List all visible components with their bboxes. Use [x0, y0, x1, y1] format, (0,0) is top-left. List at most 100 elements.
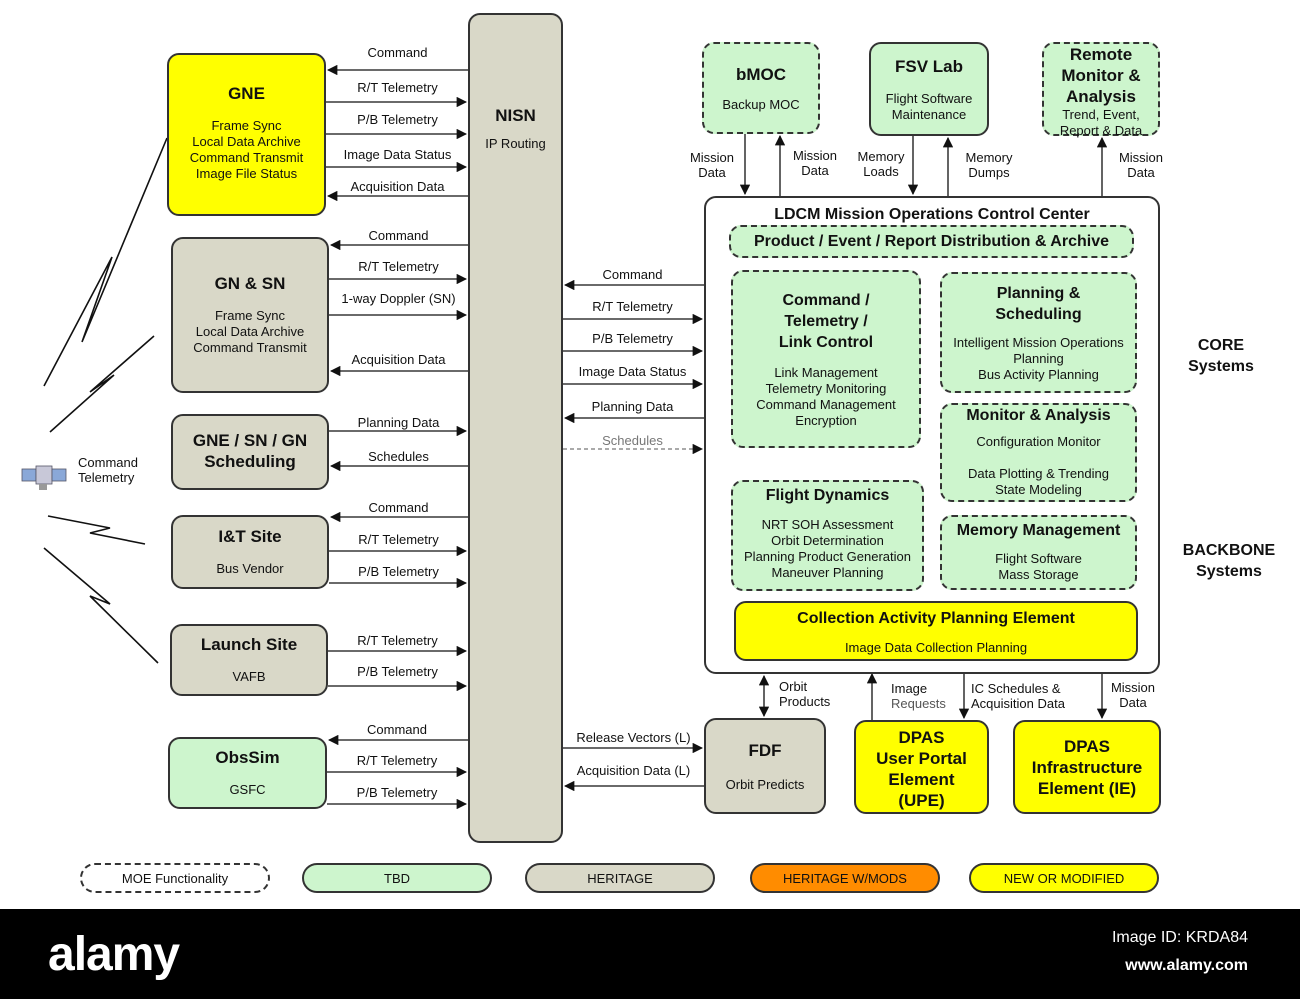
lightning-bolt-4	[43, 547, 159, 664]
label-os-pb: P/B Telemetry	[356, 785, 438, 800]
cape-title: Collection Activity Planning Element	[797, 610, 1075, 627]
ctl-line: Telemetry Monitoring	[765, 381, 887, 396]
label-it-pb: P/B Telemetry	[358, 564, 439, 579]
it-site-sub: Bus Vendor	[216, 561, 284, 576]
remote-monitor-title: Analysis	[1066, 87, 1136, 106]
ie-title: Infrastructure	[1031, 758, 1143, 777]
obssim-sub: GSFC	[229, 782, 266, 797]
watermark-footer: alamy Image ID: KRDA84 www.alamy.com	[0, 909, 1300, 999]
remote-monitor-line: Report & Data	[1059, 123, 1143, 138]
ie-title: DPAS	[1064, 737, 1110, 756]
label-acquisition-data: Acquisition Data (L)	[576, 763, 691, 778]
gne-line: Command Transmit	[189, 150, 304, 165]
gne-line: Image File Status	[195, 166, 298, 181]
fsv-lab-box: FSV Lab Flight Software Maintenance	[869, 42, 989, 136]
ie-title: Element (IE)	[1037, 779, 1137, 798]
upe-box: DPAS User Portal Element (UPE)	[854, 720, 989, 814]
monitor-line: Data Plotting & Trending	[968, 466, 1109, 481]
pedra-box: Product / Event / Report Distribution & …	[729, 225, 1134, 258]
obssim-box: ObsSim GSFC	[168, 737, 327, 809]
label-gn-command: Command	[368, 228, 429, 243]
ctl-title: Link Control	[778, 334, 874, 351]
monitor-analysis-box: Monitor & Analysis Configuration Monitor…	[940, 403, 1137, 502]
fsv-lab-line: Flight Software	[885, 91, 973, 106]
spacecraft-label: Command Telemetry	[78, 455, 138, 485]
label-it-rt: R/T Telemetry	[358, 532, 439, 547]
legend-heritage: HERITAGE	[525, 863, 715, 893]
label-gn-acq: Acquisition Data	[351, 352, 446, 367]
monitor-line: State Modeling	[995, 482, 1082, 497]
label-ls-rt: R/T Telemetry	[357, 633, 438, 648]
flight-dynamics-line: Maneuver Planning	[771, 565, 884, 580]
label-sc-plan: Planning Data	[357, 415, 440, 430]
legend-new-modified: NEW OR MODIFIED	[969, 863, 1159, 893]
label-ls-pb: P/B Telemetry	[357, 664, 438, 679]
launch-site-box: Launch Site VAFB	[170, 624, 328, 696]
scheduling-box: GNE / SN / GN Scheduling	[171, 414, 329, 490]
gne-box: GNE Frame Sync Local Data Archive Comman…	[167, 53, 326, 216]
flight-dynamics-line: Orbit Determination	[771, 533, 884, 548]
planning-line: Bus Activity Planning	[978, 367, 1099, 382]
fdf-box: FDF Orbit Predicts	[704, 718, 826, 814]
planning-line: Intelligent Mission Operations	[953, 335, 1124, 350]
label-os-rt: R/T Telemetry	[356, 753, 438, 768]
remote-monitor-line: Trend, Event,	[1062, 107, 1140, 122]
satellite-icon	[21, 465, 67, 490]
remote-monitor-title: Remote	[1069, 45, 1133, 64]
nisn-title: NISN	[495, 106, 536, 125]
upe-title: (UPE)	[898, 791, 945, 810]
remote-monitor-title: Monitor &	[1061, 66, 1141, 85]
launch-site-sub: VAFB	[232, 669, 266, 684]
it-site-box: I&T Site Bus Vendor	[171, 515, 329, 589]
site-url: www.alamy.com	[1125, 957, 1248, 974]
ctl-title: Command /	[782, 292, 870, 309]
gne-line: Frame Sync	[211, 118, 282, 133]
remote-monitor-box: Remote Monitor & Analysis Trend, Event, …	[1042, 42, 1160, 138]
bmoc-title: bMOC	[735, 65, 787, 84]
label-gne-pb: P/B Telemetry	[357, 112, 438, 127]
planning-line: Planning	[1013, 351, 1064, 366]
fdf-sub: Orbit Predicts	[725, 777, 805, 792]
gnsn-title: GN & SN	[214, 274, 286, 293]
label-m-rt: R/T Telemetry	[592, 299, 673, 314]
upe-title: User Portal	[876, 749, 967, 768]
planning-title: Planning &	[996, 285, 1081, 302]
bmoc-sub: Backup MOC	[722, 97, 800, 112]
nisn-sub: IP Routing	[485, 136, 546, 151]
label-gn-rt: R/T Telemetry	[358, 259, 439, 274]
launch-site-title: Launch Site	[200, 635, 298, 654]
label-release-vectors: Release Vectors (L)	[576, 730, 691, 745]
label-ic-schedules: IC Schedules &Acquisition Data	[971, 681, 1065, 711]
obssim-title: ObsSim	[215, 748, 280, 767]
cape-sub: Image Data Collection Planning	[844, 640, 1028, 655]
image-id: Image ID: KRDA84	[1111, 929, 1248, 946]
gnsn-line: Command Transmit	[193, 340, 307, 355]
ctl-title: Telemetry /	[784, 313, 868, 330]
pedra-title: Product / Event / Report Distribution & …	[754, 233, 1109, 250]
ie-box: DPAS Infrastructure Element (IE)	[1013, 720, 1161, 814]
flight-dynamics-title: Flight Dynamics	[765, 487, 890, 504]
label-os-command: Command	[367, 722, 427, 737]
label-m-sched: Schedules	[602, 433, 663, 448]
flight-dynamics-line: NRT SOH Assessment	[761, 517, 894, 532]
memory-line: Flight Software	[995, 551, 1082, 566]
label-gn-doppler: 1-way Doppler (SN)	[341, 291, 456, 306]
label-sc-sched: Schedules	[368, 449, 429, 464]
memory-line: Mass Storage	[998, 567, 1079, 582]
monitor-title: Monitor & Analysis	[966, 407, 1111, 424]
label-m-command: Command	[602, 267, 663, 282]
moc-title: LDCM Mission Operations Control Center	[774, 206, 1090, 223]
label-m-ids: Image Data Status	[578, 364, 687, 379]
planning-scheduling-box: Planning & Scheduling Intelligent Missio…	[940, 272, 1137, 393]
label-gne-command: Command	[367, 45, 428, 60]
legend-heritage-mods: HERITAGE W/MODS	[750, 863, 940, 893]
label-gne-acq: Acquisition Data	[350, 179, 445, 194]
